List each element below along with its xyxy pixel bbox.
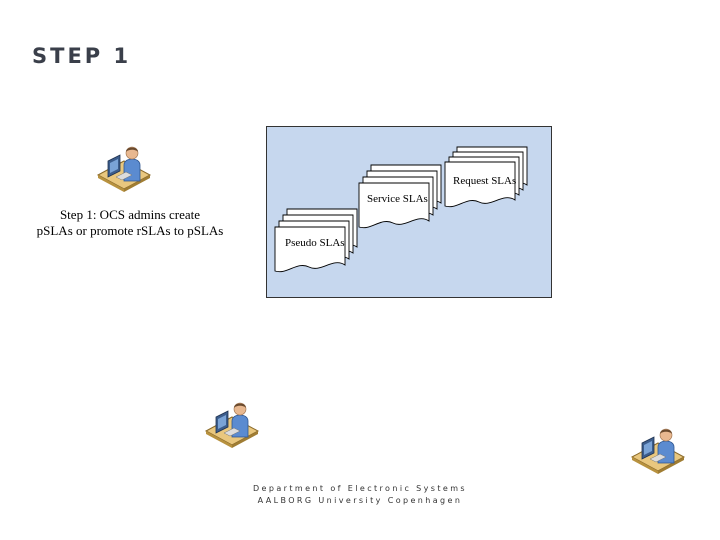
step-caption-line-1: Step 1: OCS admins create [59,207,201,222]
footer-university: AALBORG University Copenhagen [257,496,463,505]
footer-department: Department of Electronic Systems [253,484,467,493]
user-bottom-right-icon [631,428,685,475]
user-bottom-center-icon [205,402,259,449]
service-slas-label: Service SLAs [367,193,428,205]
slide-title: STEP 1 [32,44,132,68]
step-caption-line-2: pSLAs or promote rSLAs to pSLAs [36,223,224,238]
step-caption: Step 1: OCS admins create pSLAs or promo… [30,207,230,239]
pseudo-slas-label: Pseudo SLAs [285,237,345,249]
admin-person-icon [97,146,151,193]
request-slas-label: Request SLAs [453,175,517,187]
sla-diagram-panel: Request SLAs Service SLAs Pseudo SLAs [266,126,552,298]
